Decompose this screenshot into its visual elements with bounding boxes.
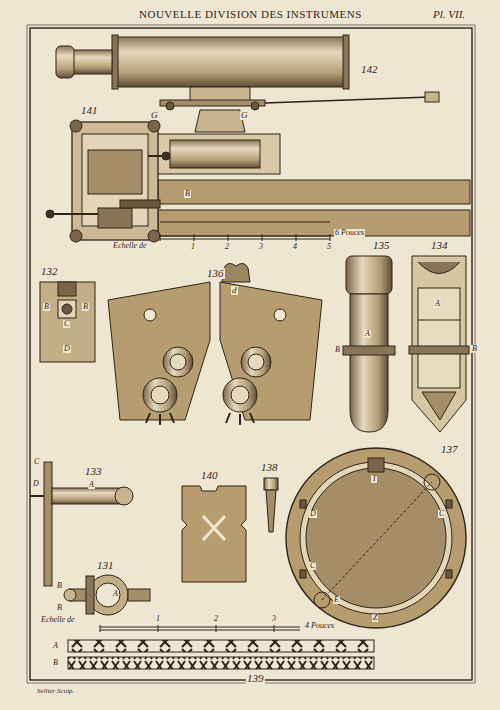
scale-label: Echelle de [112,242,148,250]
scale-label: Echelle de [40,616,76,624]
scale-number: 4 [292,243,298,251]
scale-number: 2 [213,615,219,623]
part-letter: D [309,510,317,518]
part-letter: C [309,562,316,570]
figure-number: 132 [40,266,59,277]
figure-number: 136 [206,268,225,279]
part-letter: A [112,590,119,598]
scale-number: 2 [224,243,230,251]
row-letter: B [52,659,59,667]
part-letter: C [33,458,40,466]
figure-number: 135 [372,240,391,251]
scale-number: 3 [271,615,277,623]
figure-number: 141 [80,105,99,116]
plate-title: NOUVELLE DIVISION DES INSTRUMENS [139,9,362,20]
part-letter: C [438,510,445,518]
figure-number: 133 [84,466,103,477]
part-letter: B [184,190,191,198]
scale-unit: 6 Pouces [334,229,365,237]
figure-number: 139 [246,673,265,684]
part-letter: D [32,480,40,488]
scale-number: 1 [190,243,196,251]
figure-number: 138 [260,462,279,473]
part-letter: B [471,345,478,353]
engraver-signature: Sellier Sculp. [36,688,75,695]
row-letter: A [52,642,59,650]
part-letter: B [334,346,341,354]
part-letter: C [63,320,70,328]
part-letter: B [43,303,50,311]
plate-number: Pl. VII. [432,9,466,20]
figure-number: 134 [430,240,449,251]
scale-number: 3 [258,243,264,251]
figure-number: 137 [440,444,459,455]
part-letter: D [63,345,71,353]
part-letter: A [434,300,441,308]
part-letter: d [231,286,238,295]
scale-number: 1 [155,615,161,623]
figure-number: 142 [360,64,379,75]
part-letter: E [333,596,340,604]
part-letter: G [150,111,159,120]
part-letter: B [82,303,89,311]
part-letter: A [364,330,371,338]
part-letter: A [88,481,95,489]
part-letter: Z [372,614,378,622]
part-letter: B [56,604,63,612]
part-letter: G [240,111,249,120]
figure-number: 131 [96,560,115,571]
scale-number: 5 [326,243,332,251]
figure-number: 140 [200,470,219,481]
scale-unit: 4 Pouces [304,622,335,630]
part-letter: T [371,475,377,483]
part-letter: B [56,582,63,590]
